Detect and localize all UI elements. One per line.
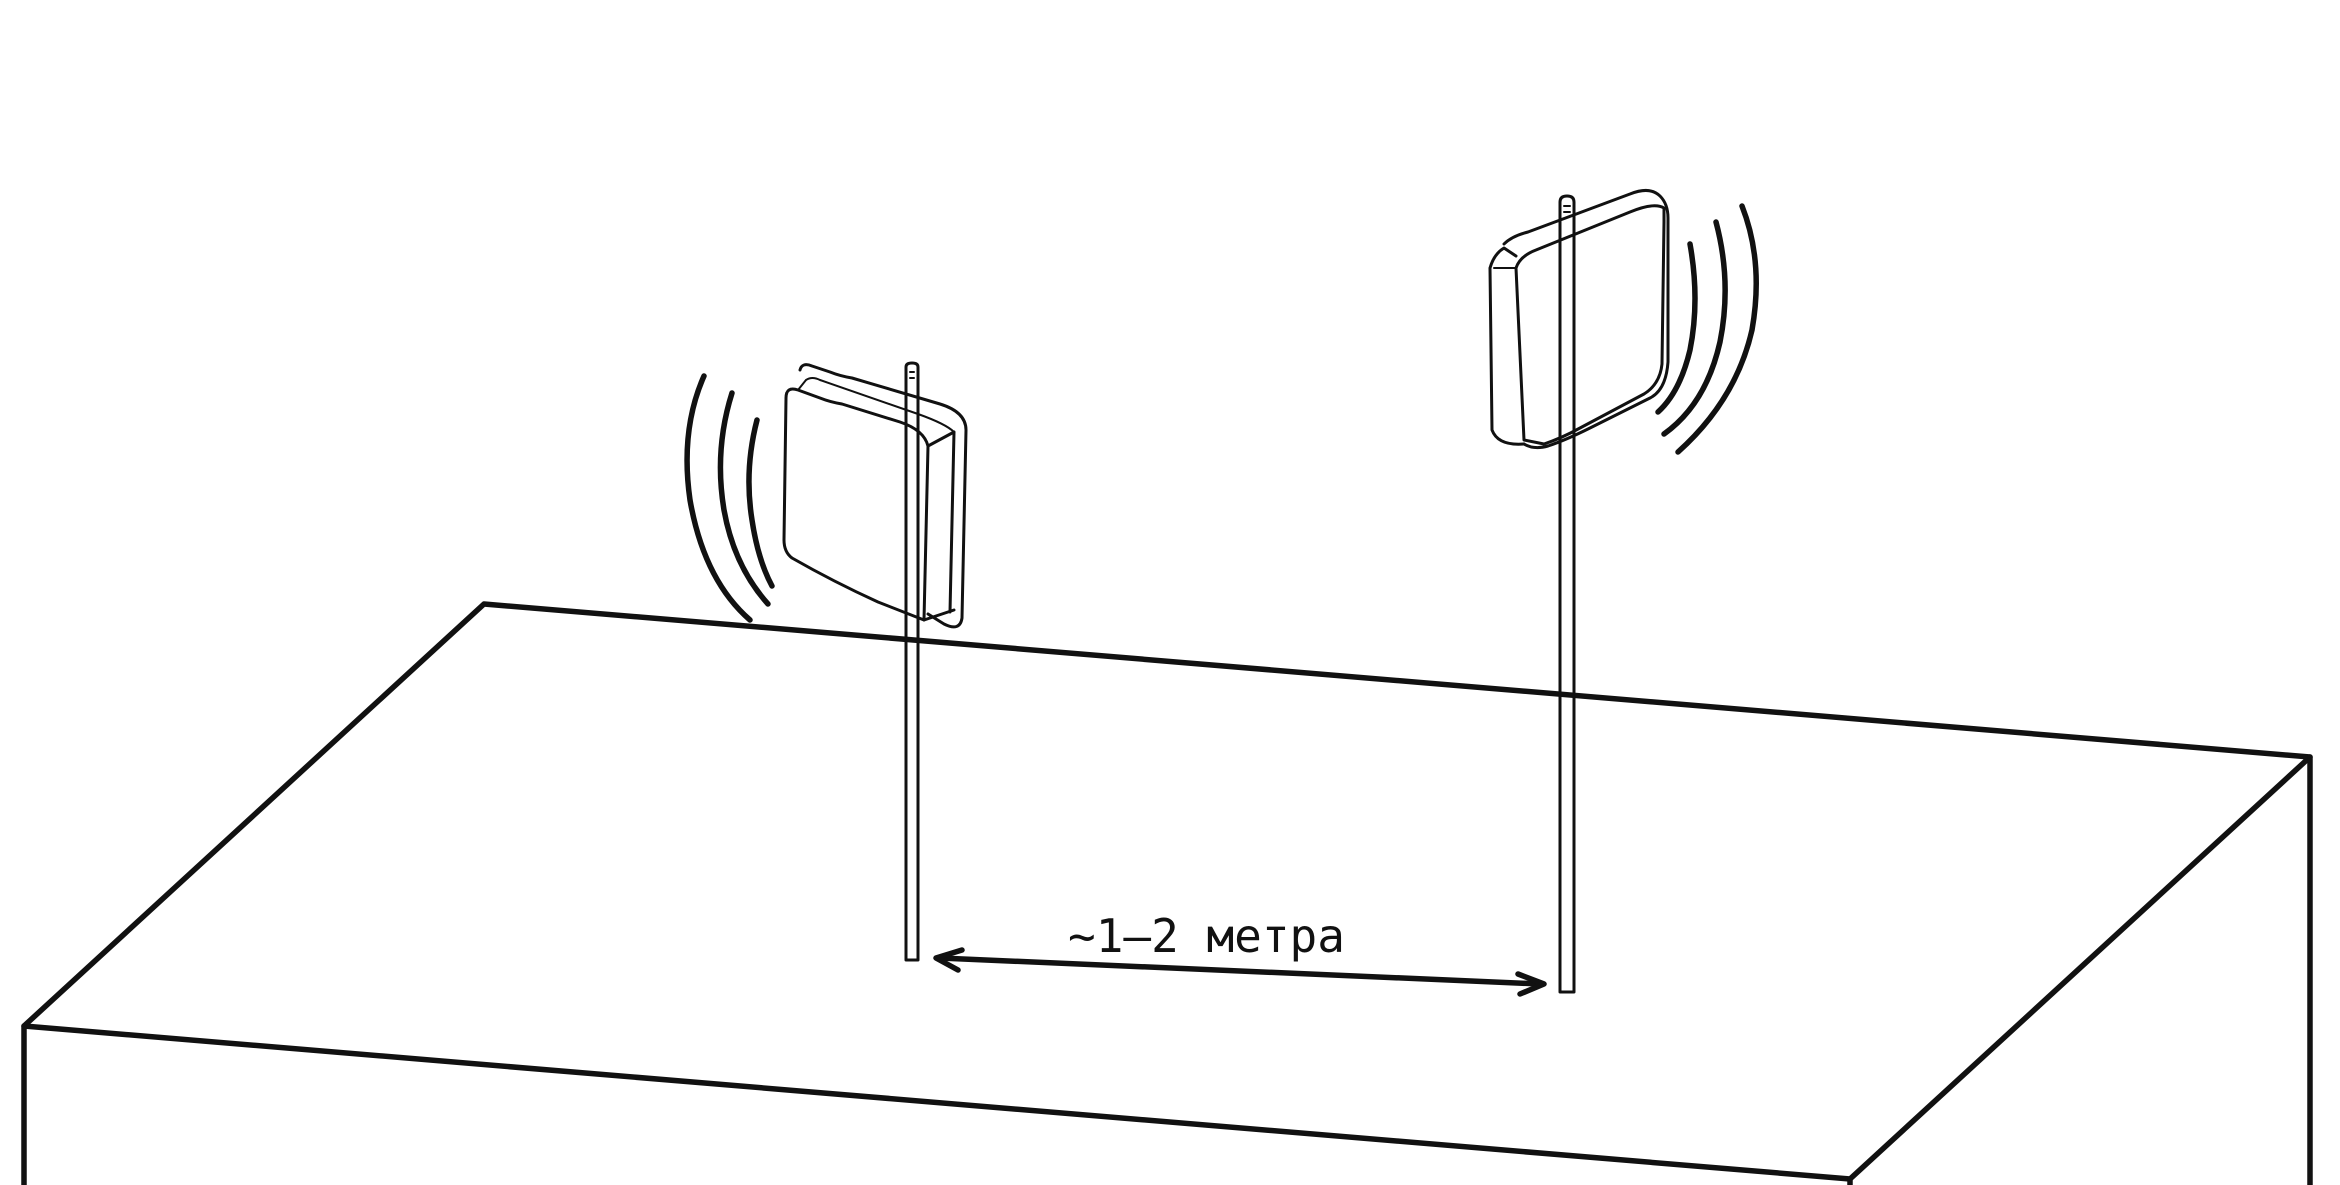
left-antenna-mast <box>904 361 920 962</box>
table-top-outline <box>21 601 2313 1182</box>
right-panel-antenna <box>1488 189 1759 994</box>
distance-arrow-line <box>937 955 1543 987</box>
distance-arrow-head-left <box>933 947 965 973</box>
distance-arrow <box>933 947 1547 997</box>
left-signal-waves <box>684 373 775 623</box>
right-antenna-mast <box>1558 194 1576 994</box>
table-surface <box>21 601 2313 1185</box>
distance-arrow-head-right <box>1515 971 1547 997</box>
left-panel-antenna <box>684 361 968 962</box>
right-antenna-panel <box>1488 189 1670 450</box>
left-antenna-panel <box>782 363 968 629</box>
right-signal-waves <box>1655 203 1759 455</box>
distance-label: ~1–2 метра <box>1068 909 1345 963</box>
